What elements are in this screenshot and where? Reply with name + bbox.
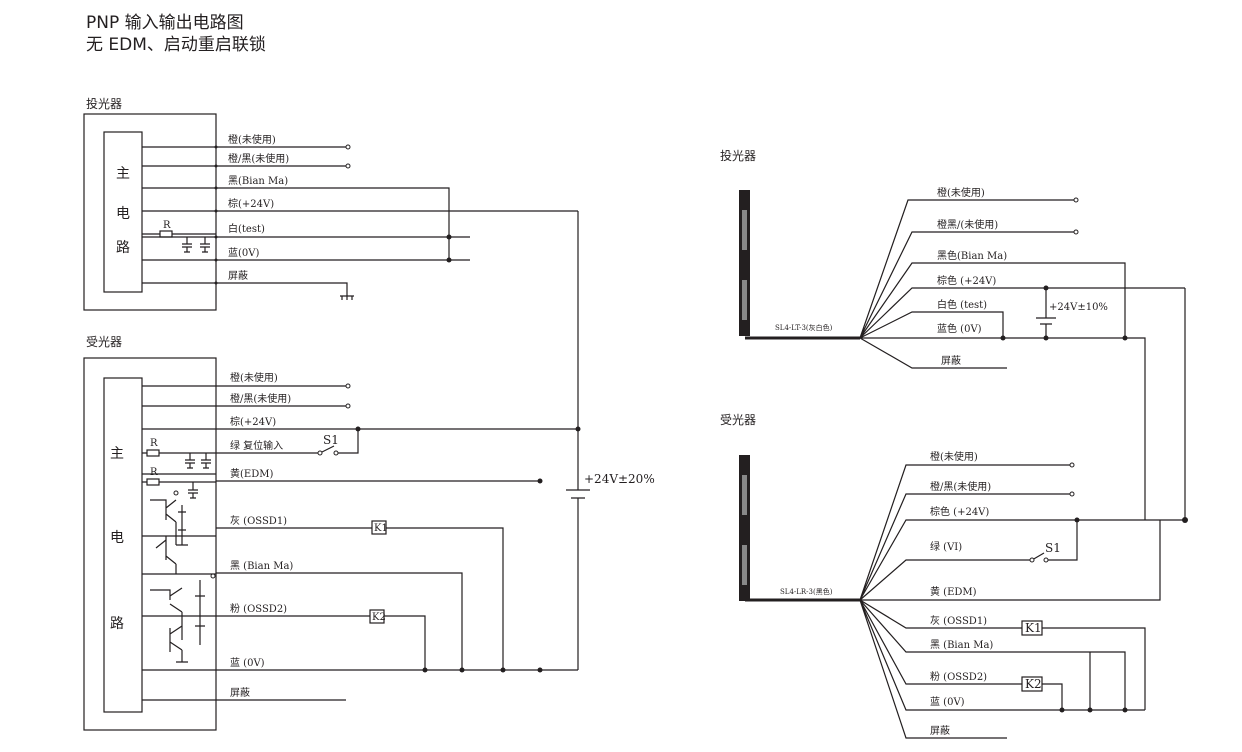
- right-supply-label: +24V±10%: [1049, 302, 1108, 313]
- right-receiver-wire-label: 黑 (Bian Ma): [930, 639, 993, 651]
- left-emitter-wire-label: 白(test): [228, 222, 265, 235]
- left-receiver-wire-label: 黄(EDM): [230, 467, 273, 480]
- left-receiver-wire-label: 橙(未使用): [230, 371, 278, 384]
- left-emitter-wire-label: 橙/黑(未使用): [228, 152, 289, 165]
- left-receiver-wire-label: 灰 (OSSD1): [230, 514, 287, 527]
- resistor-icon: [146, 478, 160, 486]
- switch-s1-label: S1: [1045, 541, 1061, 555]
- diagram-title: PNP 输入输出电路图: [86, 13, 244, 33]
- left-receiver-block-char: 路: [110, 616, 124, 632]
- left-emitter-wire-label: 棕(+24V): [228, 197, 274, 210]
- relay-k2-icon: [369, 609, 385, 624]
- resistor-label: R: [150, 467, 158, 478]
- left-receiver-section: 受光器 主 电 路 R R K1 K2 S1: [83, 335, 578, 731]
- right-emitter-wire-label: 橙黑/(未使用): [937, 218, 998, 231]
- right-emitter-cable-label: SL4-LT-3(灰白色): [775, 323, 833, 332]
- relay-k2-label: K2: [372, 612, 386, 623]
- left-receiver-main-circuit: [103, 377, 143, 713]
- relay-k1-label: K1: [1025, 621, 1042, 635]
- right-receiver-wire-label: 棕色 (+24V): [930, 505, 989, 518]
- right-receiver-wire-label: 粉 (OSSD2): [930, 670, 987, 683]
- relay-k1-label: K1: [374, 523, 388, 534]
- resistor-icon: [146, 449, 160, 457]
- right-emitter-wire-label: 蓝色 (0V): [937, 322, 982, 335]
- left-receiver-outer-box: [83, 357, 217, 731]
- right-emitter-heading: 投光器: [720, 148, 756, 163]
- right-emitter-wire-label: 棕色 (+24V): [937, 274, 996, 287]
- left-receiver-wire-label: 橙/黑(未使用): [230, 392, 291, 405]
- left-emitter-block-char: 电: [116, 206, 130, 222]
- switch-s1-label: S1: [323, 433, 339, 447]
- resistor-icon: [159, 230, 173, 238]
- right-receiver-heading: 受光器: [720, 413, 756, 427]
- left-receiver-wire-label: 粉 (OSSD2): [230, 602, 287, 615]
- right-emitter-wire-label: 黑色(Bian Ma): [937, 249, 1007, 262]
- left-emitter-wire-label: 蓝(0V): [228, 247, 259, 259]
- left-emitter-main-circuit: [103, 131, 143, 293]
- left-emitter-wire-label: 黑(Bian Ma): [228, 175, 288, 187]
- left-receiver-wire-label: 棕(+24V): [230, 415, 276, 428]
- right-receiver-wire-label: 蓝 (0V): [930, 696, 965, 708]
- receiver-sensor-icon: [739, 455, 750, 601]
- right-receiver-section: 受光器 SL4-LR-3(黑色) K1 K2 S1 橙(未使用) 橙/黑(未使用…: [720, 288, 1188, 739]
- left-receiver-wire-label: 蓝 (0V): [230, 657, 265, 669]
- right-receiver-cable-label: SL4-LR-3(黑色): [780, 587, 833, 596]
- right-receiver-wire-label: 橙/黑(未使用): [930, 480, 991, 493]
- right-receiver-wire-label: 橙(未使用): [930, 450, 978, 463]
- right-receiver-wire-label: 灰 (OSSD1): [930, 614, 987, 627]
- resistor-label: R: [163, 220, 171, 231]
- right-emitter-section: 投光器 SL4-LT-3(灰白色) +24V±10% 橙(未使用) 橙黑/(未使…: [720, 148, 1185, 520]
- right-receiver-wire-label: 黄 (EDM): [930, 585, 977, 598]
- left-receiver-block-char: 电: [110, 530, 124, 546]
- left-receiver-heading: 受光器: [86, 335, 122, 349]
- left-emitter-heading: 投光器: [86, 96, 122, 111]
- left-receiver-wire-label: 黑 (Bian Ma): [230, 560, 293, 572]
- right-receiver-wire-label: 屏蔽: [930, 725, 950, 737]
- left-receiver-wire-label: 屏蔽: [230, 687, 250, 699]
- left-power-supply: +24V±20%: [566, 211, 655, 670]
- left-emitter-wire-label: 橙(未使用): [228, 133, 276, 146]
- left-receiver-wire-label: 绿 复位输入: [230, 439, 283, 452]
- left-emitter-wire-label: 屏蔽: [228, 270, 248, 282]
- left-emitter-section: 投光器 主 电 路 R 橙(未使用) 橙/黑(未使用) 黑(Bian Ma) 棕…: [83, 96, 578, 311]
- diagram-subtitle: 无 EDM、启动重启联锁: [86, 35, 266, 55]
- left-emitter-block-char: 路: [116, 240, 130, 256]
- emitter-sensor-icon: [739, 190, 750, 336]
- relay-k1-icon: [1021, 620, 1043, 636]
- right-emitter-wire-label: 白色 (test): [937, 298, 987, 311]
- left-supply-label: +24V±20%: [584, 472, 655, 486]
- left-emitter-block-char: 主: [116, 166, 130, 182]
- left-receiver-block-char: 主: [110, 446, 124, 462]
- right-receiver-wire-label: 绿 (VI): [930, 540, 962, 553]
- right-emitter-wire-label: 橙(未使用): [937, 186, 985, 199]
- relay-k2-icon: [1021, 676, 1043, 692]
- resistor-label: R: [150, 438, 158, 449]
- relay-k1-icon: [371, 520, 387, 535]
- relay-k2-label: K2: [1025, 677, 1042, 691]
- right-emitter-wire-label: 屏蔽: [941, 355, 961, 367]
